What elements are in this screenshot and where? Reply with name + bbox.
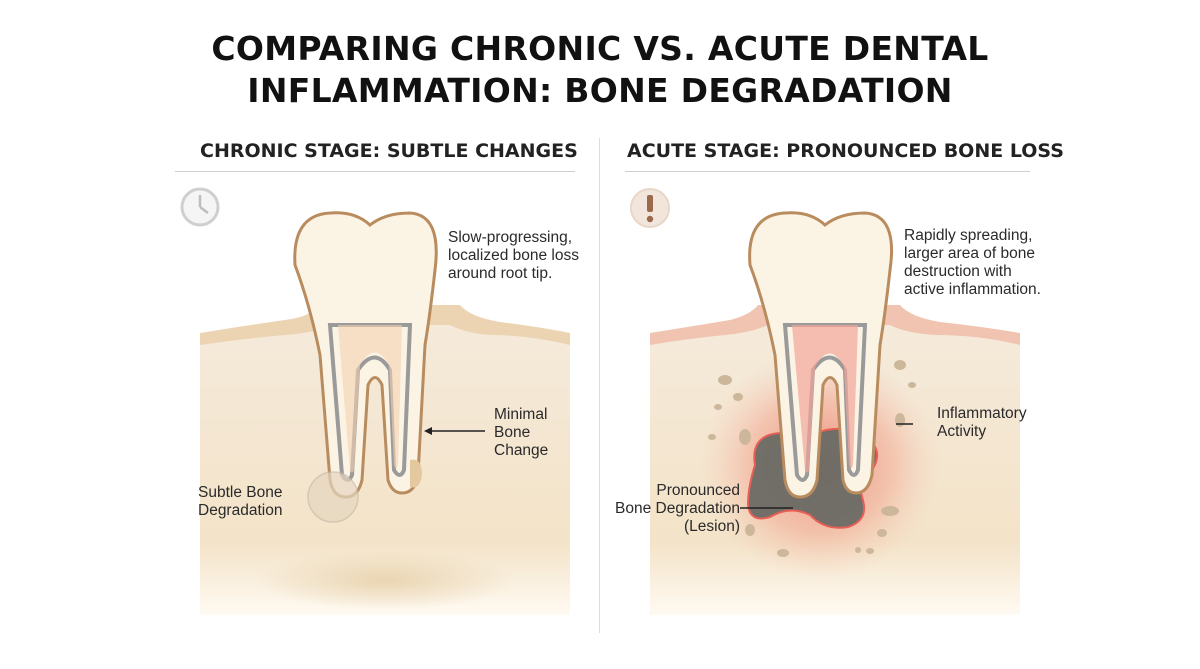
- warning-icon: [630, 188, 670, 228]
- title-line-1: COMPARING CHRONIC VS. ACUTE DENTAL: [211, 29, 989, 68]
- page-title: COMPARING CHRONIC VS. ACUTE DENTAL INFLA…: [0, 28, 1200, 112]
- acute-description: Rapidly spreading, larger area of bone d…: [904, 227, 1041, 299]
- subtle-degradation-callout: Subtle Bone Degradation: [198, 484, 282, 520]
- acute-desc-line: Rapidly spreading,: [904, 227, 1033, 244]
- callout-line: Activity: [937, 423, 987, 440]
- acute-panel: Rapidly spreading, larger area of bone d…: [600, 175, 1070, 635]
- chronic-heading: CHRONIC STAGE: SUBTLE CHANGES: [200, 140, 578, 162]
- acute-desc-line: destruction with: [904, 263, 1012, 280]
- callout-line: Bone Degradation: [615, 500, 740, 517]
- pulp: [338, 325, 402, 473]
- bone-fragments: [708, 360, 916, 557]
- chronic-panel: Slow-progressing, localized bone loss ar…: [170, 175, 640, 635]
- chronic-desc-line: around root tip.: [448, 265, 553, 282]
- callout-line: Bone: [494, 424, 531, 441]
- minimal-change-callout: Minimal Bone Change: [494, 406, 548, 460]
- callout-line: (Lesion): [684, 518, 740, 535]
- chronic-heading-rule: [175, 171, 575, 172]
- title-line-2: INFLAMMATION: BONE DEGRADATION: [247, 71, 953, 110]
- lesion-callout: Pronounced Bone Degradation (Lesion): [600, 482, 740, 536]
- panel-divider: [599, 138, 600, 633]
- acute-heading: ACUTE STAGE: PRONOUNCED BONE LOSS: [627, 140, 1064, 162]
- minimal-change-area: [410, 459, 422, 488]
- acute-tooth-illustration: [630, 188, 1020, 615]
- callout-line: Inflammatory: [937, 405, 1027, 422]
- root-canal: [782, 323, 868, 482]
- callout-line: Subtle Bone: [198, 484, 283, 501]
- subtle-degradation-zone: [307, 471, 359, 523]
- acute-desc-line: larger area of bone: [904, 245, 1035, 262]
- acute-heading-rule: [625, 171, 1030, 172]
- bone-shadow: [255, 550, 515, 610]
- bone: [200, 323, 570, 615]
- inflammatory-activity-callout: Inflammatory Activity: [937, 405, 1027, 441]
- inflamed-pulp: [792, 325, 858, 473]
- chronic-desc-line: Slow-progressing,: [448, 229, 573, 246]
- acute-desc-line: active inflammation.: [904, 281, 1041, 298]
- callout-line: Pronounced: [656, 482, 740, 499]
- callout-line: Change: [494, 442, 549, 459]
- chronic-description: Slow-progressing, localized bone loss ar…: [448, 229, 579, 283]
- callout-line: Degradation: [198, 502, 283, 519]
- arrow-head: [424, 427, 432, 435]
- chronic-tooth-illustration: [180, 187, 570, 615]
- chronic-desc-line: localized bone loss: [448, 247, 579, 264]
- callout-line: Minimal: [494, 406, 548, 423]
- clock-icon: [180, 187, 220, 227]
